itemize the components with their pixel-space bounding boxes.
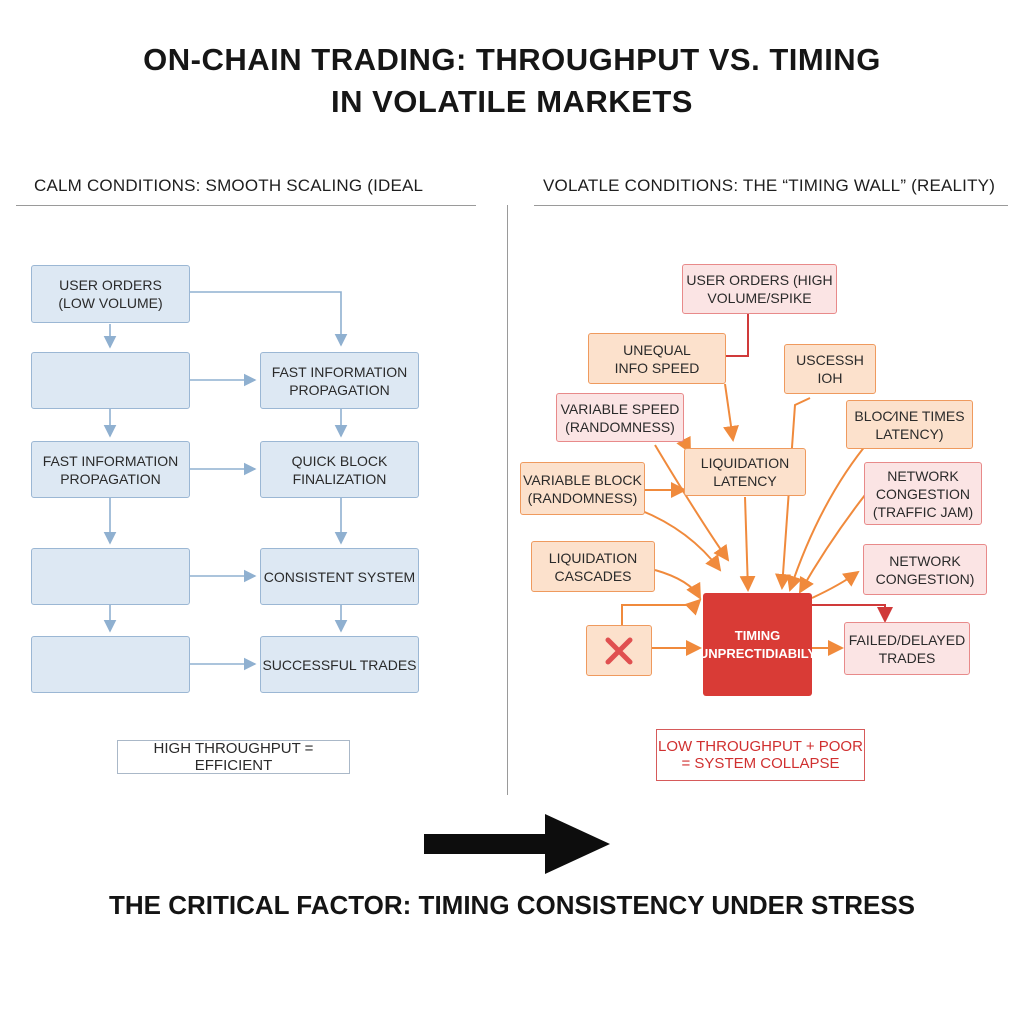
panel-divider: [507, 205, 508, 795]
fast-info-propagation-box-left: FAST INFORMATION PROPAGATION: [31, 441, 190, 498]
red-arrows: [726, 313, 893, 623]
network-congestion-traffic-box: NETWORK CONGESTION (TRAFFIC JAM): [864, 462, 982, 525]
system-collapse-callout: LOW THROUGHPUT + POOR = SYSTEM COLLAPSE: [656, 729, 865, 781]
right-flow-arrows: [621, 383, 871, 656]
right-heading-rule: [534, 205, 1008, 206]
uscessh-box: USCESSH IOH: [784, 344, 876, 394]
failure-box: [586, 625, 652, 676]
high-throughput-callout: HIGH THROUGHPUT = EFFICIENT: [117, 740, 350, 774]
left-heading-rule: [16, 205, 476, 206]
variable-speed-box: VARIABLE SPEED (RANDOMNESS): [556, 393, 684, 442]
network-congestion-box: NETWORK CONGESTION): [863, 544, 987, 595]
title-line-1: ON-CHAIN TRADING: THROUGHPUT VS. TIMING: [143, 42, 881, 77]
timing-unpredictability-core: TIMING UNPRECTIDIABILY: [699, 593, 816, 696]
left-panel-heading: CALM CONDITIONS: SMOOTH SCALING (IDEAL: [34, 176, 424, 195]
failed-delayed-trades-box: FAILED/DELAYED TRADES: [844, 622, 970, 675]
right-panel-heading: VOLATLE CONDITIONS: THE “TIMING WALL” (R…: [543, 176, 996, 195]
left-flow-arrows: [103, 291, 348, 671]
user-orders-low-box: USER ORDERS (LOW VOLUME): [31, 265, 190, 323]
successful-trades-box: SUCCESSFUL TRADES: [260, 636, 419, 693]
consistent-system-box: CONSISTENT SYSTEM: [260, 548, 419, 605]
liquidation-latency-box: LIQUIDATION LATENCY: [684, 448, 806, 496]
title-line-2: IN VOLATILE MARKETS: [331, 84, 693, 119]
unequal-info-speed-box: UNEQUAL INFO SPEED: [588, 333, 726, 384]
user-orders-high-box: USER ORDERS (HIGH VOLUME/SPIKE: [682, 264, 837, 314]
arrow-right-icon: [424, 814, 610, 874]
empty-box-3: [31, 636, 190, 693]
x-mark-icon: [605, 637, 633, 664]
empty-box-2: [31, 548, 190, 605]
quick-block-finalization-box: QUICK BLOCK FINALIZATION: [260, 441, 419, 498]
block-times-latency-box: BLOC⁄INE TIMES LATENCY): [846, 400, 973, 449]
liquidation-cascades-box: LIQUIDATION CASCADES: [531, 541, 655, 592]
empty-box-1: [31, 352, 190, 409]
critical-factor-footer: THE CRITICAL FACTOR: TIMING CONSISTENCY …: [108, 890, 916, 920]
fast-info-propagation-box-right: FAST INFORMATION PROPAGATION: [260, 352, 419, 409]
variable-block-box: VARIABLE BLOCK (RANDOMNESS): [520, 462, 645, 515]
